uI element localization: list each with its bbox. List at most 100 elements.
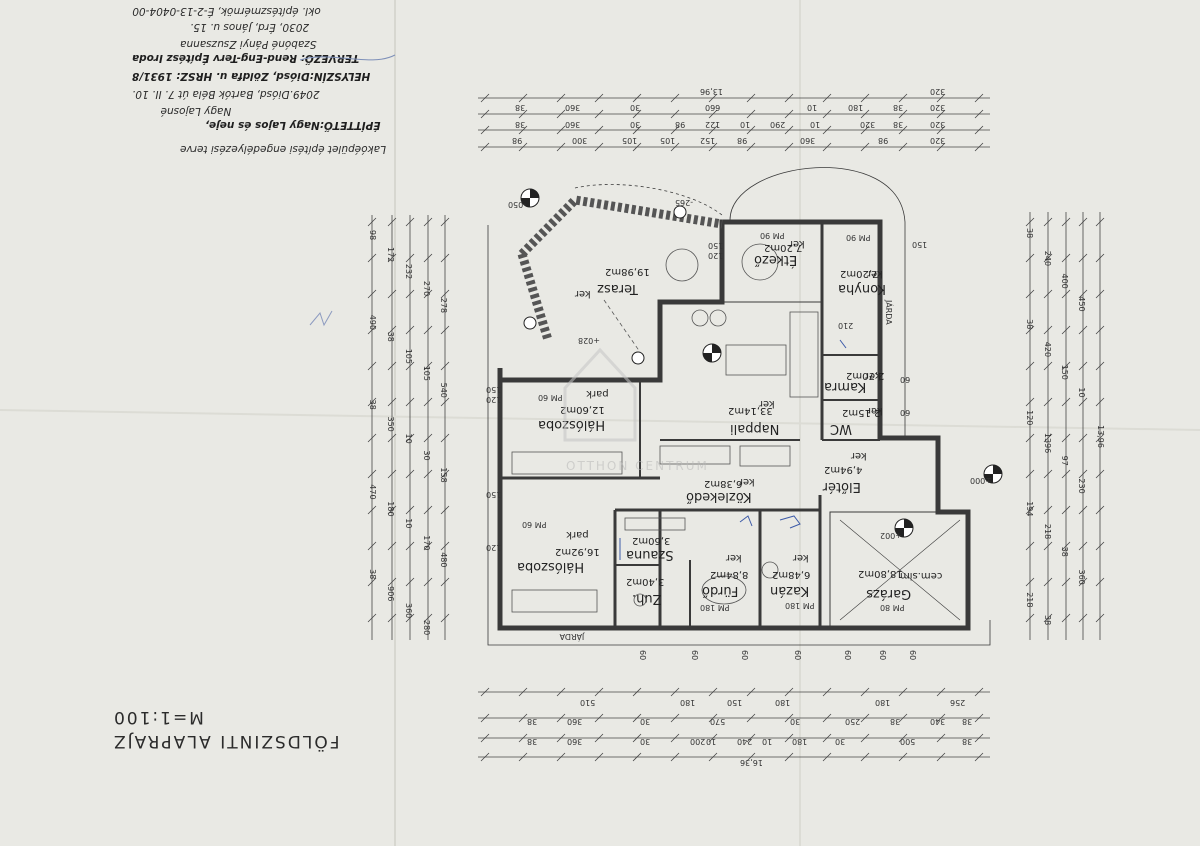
dim-tick [860,733,870,743]
dim-tick [1025,253,1035,263]
dim-tick [708,142,718,152]
dim-label: 250 [845,717,860,726]
room-floor: cem.sim [900,570,942,581]
title-line: Nagy Lajosné [160,105,231,117]
dim-tick [405,397,415,407]
dim-tick [1061,289,1071,299]
dim-tick [518,142,528,152]
dim-tick [936,687,946,697]
room-floor: ker [792,552,809,563]
dim-label: 30 [835,737,845,746]
dim-tick [746,713,756,723]
dim-tick [518,93,528,103]
title-line: Szabóné Pányi Zsuzsanna [180,38,317,50]
dim-label: 38 [1025,319,1034,329]
drawing-title: FÖLDSZINTI ALAPRAJZ [112,731,339,753]
dim-tick [974,687,984,697]
dim-tick [746,142,756,152]
dim-tick [423,505,433,515]
dim-tick [1061,469,1071,479]
dim-tick [405,325,415,335]
dim-label: 290 [770,120,785,129]
left-dimensions: 9817223227027849038105105540383501030158… [368,230,448,635]
dim-tick [1025,397,1035,407]
dim-tick [784,142,794,152]
dim-label: 38 [962,717,972,726]
dim-label: 218 [1025,592,1034,607]
title-line: ÉPÍTTETŐ:Nagy Lajos és neje, [205,119,381,133]
dim-tick [898,109,908,119]
dim-tick [1078,433,1088,443]
dim-tick [423,289,433,299]
dim-label: 660 [705,103,720,112]
dim-tick [1061,253,1071,263]
dim-tick [367,253,377,263]
dim-tick [1095,397,1105,407]
room-name: Közlekedő [686,489,752,504]
dim-label: 120 [486,543,501,552]
dim-label: 10 [762,737,772,746]
dim-label: 400 [1060,274,1069,289]
dim-tick [1061,325,1071,335]
dim-tick [423,253,433,263]
dim-tick [784,752,794,762]
dim-label: 30 [422,450,431,460]
dim-tick [860,687,870,697]
dim-tick [1078,325,1088,335]
dim-tick [423,577,433,587]
dim-tick [1043,217,1053,227]
dim-label: 30 [630,120,640,129]
dim-tick [898,752,908,762]
room-area: 18,80m2 [858,568,903,579]
dim-tick [405,613,415,623]
dim-label: 38 [893,120,903,129]
dim-label: 10 [740,120,750,129]
dim-tick [746,125,756,135]
dim-tick [898,687,908,697]
dim-tick [822,125,832,135]
dim-label: 98 [368,230,377,240]
room-area: 7,20m2 [764,242,802,253]
dim-tick [1025,217,1035,227]
title-line: Lakóépület építési engedélyezési terve [180,143,386,155]
dim-tick [423,397,433,407]
dim-tick [974,125,984,135]
dim-tick [440,613,450,623]
room-floor: ker [788,238,805,249]
dim-label: 510 [580,698,595,707]
level-label: ±000 [970,476,992,485]
dim-label: 170 [422,535,431,550]
dim-tick [822,733,832,743]
dim-tick [1078,397,1088,407]
dim-label: PM 90 [760,231,784,240]
dim-label: 360 [565,120,580,129]
dim-tick [822,752,832,762]
dim-tick [1025,325,1035,335]
dim-label: 360 [1077,570,1086,585]
dim-tick [440,325,450,335]
room-name: Kazán [770,583,809,598]
dim-tick [518,713,528,723]
dim-tick [594,142,604,152]
dim-tick [440,433,450,443]
bottom-dimensions: 16,36 38 360 30 570 30 250 38 340 38 38 … [527,698,972,767]
dim-tick [440,397,450,407]
dim-tick [898,713,908,723]
dim-tick [1025,433,1035,443]
dim-tick [440,361,450,371]
dim-tick [860,109,870,119]
dim-label: 158 [439,467,448,482]
dim-tick [1043,433,1053,443]
dim-tick [556,93,566,103]
dim-label: 13,96 [700,87,723,96]
dim-tick [387,613,397,623]
dim-tick [1043,469,1053,479]
dim-tick [518,752,528,762]
dim-label: 97 [1060,456,1069,466]
dim-tick [822,109,832,119]
dim-tick [1043,289,1053,299]
dim-tick [784,109,794,119]
dim-tick [405,289,415,299]
dim-label: 60 [793,650,802,660]
